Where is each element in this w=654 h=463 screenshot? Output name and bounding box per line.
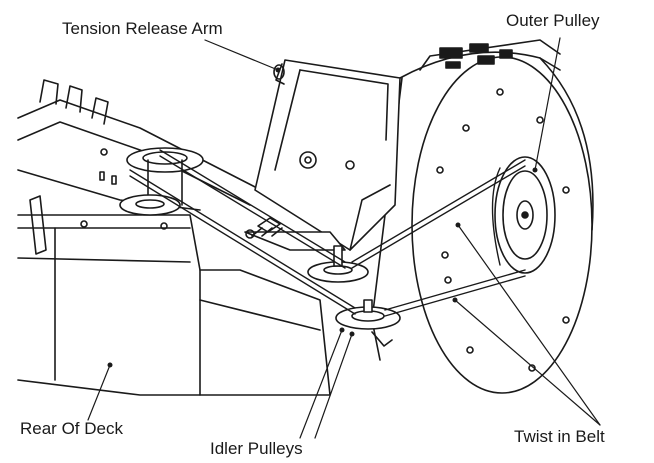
outer-pulley: [494, 156, 556, 274]
rear-of-deck-label: Rear Of Deck: [20, 419, 123, 438]
leader-lines: [87, 37, 601, 439]
belt-cover-housing: [371, 39, 594, 394]
drive-belt: [129, 149, 526, 317]
idler-pulleys-label: Idler Pulleys: [210, 439, 303, 458]
twist-in-belt-label: Twist in Belt: [514, 427, 605, 446]
outer-pulley-label: Outer Pulley: [506, 11, 600, 30]
tension-release-arm-label: Tension Release Arm: [62, 19, 223, 38]
left-pulley-stack: [119, 147, 204, 216]
deck-shell: [17, 195, 331, 396]
leader-dots: [107, 67, 538, 368]
gearbox-housing: [254, 59, 401, 251]
